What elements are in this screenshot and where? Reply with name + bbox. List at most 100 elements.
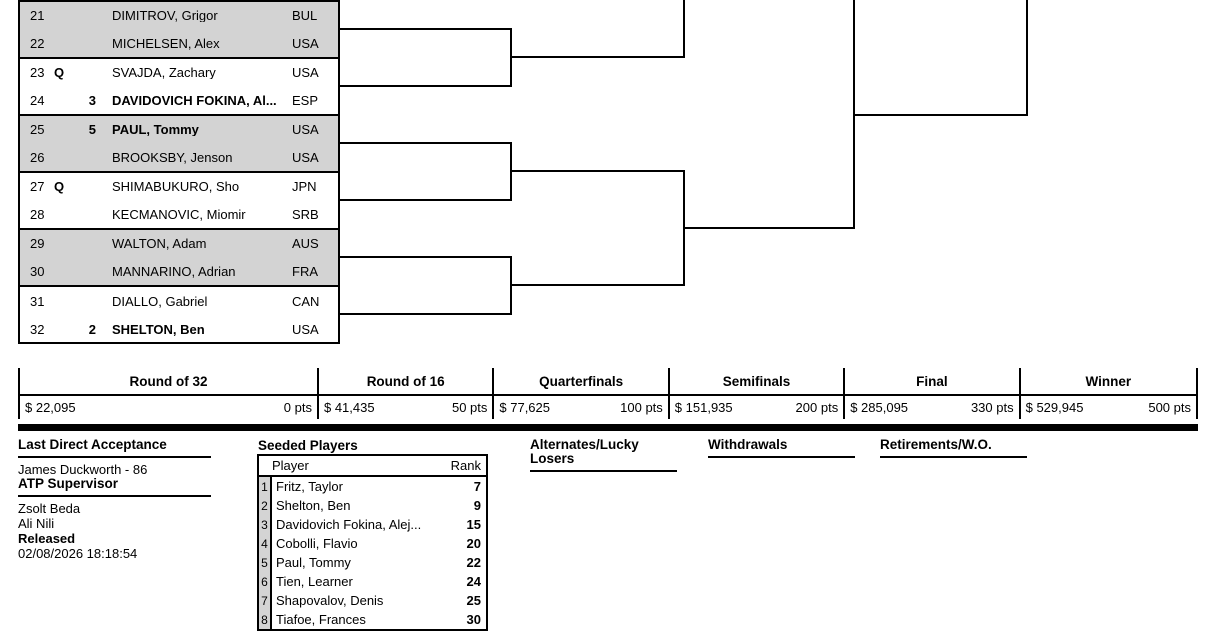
player-name: DAVIDOVICH FOKINA, Al... — [112, 93, 277, 107]
bracket-pair-27-28: 27 Q SHIMABUKURO, Sho JPN 28 KECMANOVIC,… — [20, 173, 338, 230]
seeded-player-name: Tiafoe, Frances — [276, 612, 366, 627]
prize-col-quarterfinals: Quarterfinals $ 77,625 100 pts — [494, 368, 670, 419]
alternates-lucky-losers-section: Alternates/Lucky Losers — [530, 438, 677, 472]
seeded-player-rank: 9 — [473, 498, 481, 513]
section-divider-bar — [18, 424, 1198, 431]
round-prize: $ 77,625 — [499, 400, 550, 415]
player-name: SVAJDA, Zachary — [112, 66, 216, 80]
bracket-row-26: 26 BROOKSBY, Jenson USA — [20, 144, 338, 172]
qf-connector-top — [683, 0, 685, 58]
entry-number: 26 — [30, 149, 45, 165]
round-prize: $ 529,945 — [1025, 400, 1084, 415]
seeded-player-row: 2 Shelton, Ben 9 — [259, 496, 486, 515]
player-country: USA — [292, 35, 319, 51]
seeded-player-name: Tien, Learner — [276, 574, 353, 589]
seeded-player-name: Shelton, Ben — [276, 498, 351, 513]
seeded-player-name: Davidovich Fokina, Alej... — [276, 517, 422, 532]
player-country: USA — [292, 322, 319, 338]
player-country: USA — [292, 122, 319, 138]
seed-number: 3 — [259, 515, 272, 534]
supervisor-name: Zsolt Beda — [18, 501, 81, 516]
column-header-rank: Rank — [450, 458, 481, 473]
seeded-player-rank: 20 — [466, 536, 481, 551]
seed-number: 5 — [259, 553, 272, 572]
released-timestamp: 02/08/2026 18:18:54 — [18, 546, 138, 561]
r16-connector-bottom — [510, 256, 512, 315]
seeded-players-header: Player Rank — [259, 456, 486, 477]
retirements-title: Retirements/W.O. — [880, 438, 1027, 458]
entry-number: 30 — [30, 263, 45, 279]
seeded-player-name: Shapovalov, Denis — [276, 593, 384, 608]
entry-status: Q — [54, 179, 65, 195]
player-country: FRA — [292, 263, 318, 279]
bracket-row-31: 31 DIALLO, Gabriel CAN — [20, 287, 338, 316]
prize-col-round-of-32: Round of 32 $ 22,095 0 pts — [20, 368, 319, 419]
seeded-player-rank: 25 — [466, 593, 481, 608]
seeded-player-rank: 15 — [466, 517, 481, 532]
bracket-row-21: 21 DIMITROV, Grigor BUL — [20, 2, 338, 30]
column-header-player: Player — [272, 458, 309, 473]
bracket-pair-21-22: 21 DIMITROV, Grigor BUL 22 MICHELSEN, Al… — [20, 2, 338, 59]
bracket-row-25: 25 5 PAUL, Tommy USA — [20, 116, 338, 144]
entry-number: 23 — [30, 65, 45, 81]
player-name: BROOKSBY, Jenson — [112, 150, 233, 164]
prize-col-final: Final $ 285,095 330 pts — [845, 368, 1021, 419]
entry-number: 24 — [30, 92, 45, 108]
bracket-row-30: 30 MANNARINO, Adrian FRA — [20, 258, 338, 286]
bracket-row-27: 27 Q SHIMABUKURO, Sho JPN — [20, 173, 338, 201]
r32-winner-line-29-30 — [340, 256, 512, 258]
seed-number: 2 — [259, 496, 272, 515]
bracket-pair-29-30: 29 WALTON, Adam AUS 30 MANNARINO, Adrian… — [20, 230, 338, 287]
player-country: BUL — [292, 8, 318, 24]
round-prize: $ 41,435 — [323, 400, 375, 415]
player-country: SRB — [292, 206, 319, 222]
round-label: Round of 16 — [318, 368, 493, 396]
alternates-lucky-losers-title: Alternates/Lucky Losers — [530, 438, 677, 472]
entry-status: Q — [54, 65, 65, 81]
entry-number: 31 — [30, 293, 45, 309]
seeded-player-row: 1 Fritz, Taylor 7 — [259, 477, 486, 496]
entry-number: 32 — [30, 322, 45, 338]
player-country: CAN — [292, 293, 320, 309]
r16-connector-top — [510, 28, 512, 87]
round-points: 100 pts — [620, 400, 663, 415]
prize-col-winner: Winner $ 529,945 500 pts — [1020, 368, 1196, 419]
prize-col-round-of-16: Round of 16 $ 41,435 50 pts — [318, 368, 495, 419]
round-points: 500 pts — [1148, 400, 1191, 415]
seeded-player-name: Fritz, Taylor — [276, 479, 343, 494]
player-name: KECMANOVIC, Miomir — [112, 207, 246, 221]
seeded-players-title: Seeded Players — [258, 438, 358, 453]
bracket-row-24: 24 3 DAVIDOVICH FOKINA, Al... ESP — [20, 87, 338, 115]
player-country: USA — [292, 149, 319, 165]
seed-number: 8 — [259, 610, 272, 629]
r16-winner-line-bottom — [512, 284, 683, 286]
round-label: Quarterfinals — [494, 368, 668, 396]
player-country: ESP — [292, 92, 319, 108]
player-name: SHIMABUKURO, Sho — [112, 180, 240, 194]
round-points: 330 pts — [970, 400, 1014, 415]
r32-winner-line-21-22 — [340, 28, 512, 30]
r32-winner-line-23-24 — [340, 85, 512, 87]
entry-seed: 2 — [88, 322, 96, 338]
round-prize: $ 22,095 — [25, 400, 76, 415]
seeded-player-rank: 24 — [466, 574, 481, 589]
player-name: SHELTON, Ben — [112, 323, 205, 337]
atp-supervisor-title: ATP Supervisor — [18, 477, 211, 497]
round-label: Final — [845, 368, 1019, 396]
draw-bracket-table: 21 DIMITROV, Grigor BUL 22 MICHELSEN, Al… — [18, 0, 340, 344]
player-name: WALTON, Adam — [112, 237, 207, 251]
released-label: Released — [18, 531, 76, 546]
seeded-player-name: Paul, Tommy — [276, 555, 351, 570]
seeded-player-row: 7 Shapovalov, Denis 25 — [259, 591, 486, 610]
bracket-row-23: 23 Q SVAJDA, Zachary USA — [20, 59, 338, 87]
seeded-player-row: 8 Tiafoe, Frances 30 — [259, 610, 486, 629]
round-points: 200 pts — [795, 400, 839, 415]
r32-winner-line-27-28 — [340, 199, 512, 201]
round-label: Round of 32 — [20, 368, 317, 396]
bracket-row-22: 22 MICHELSEN, Alex USA — [20, 30, 338, 58]
seeded-player-row: 3 Davidovich Fokina, Alej... 15 — [259, 515, 486, 534]
player-name: MANNARINO, Adrian — [112, 264, 236, 278]
last-direct-acceptance-section: Last Direct Acceptance James Duckworth -… — [18, 438, 218, 561]
player-name: DIALLO, Gabriel — [112, 294, 208, 308]
